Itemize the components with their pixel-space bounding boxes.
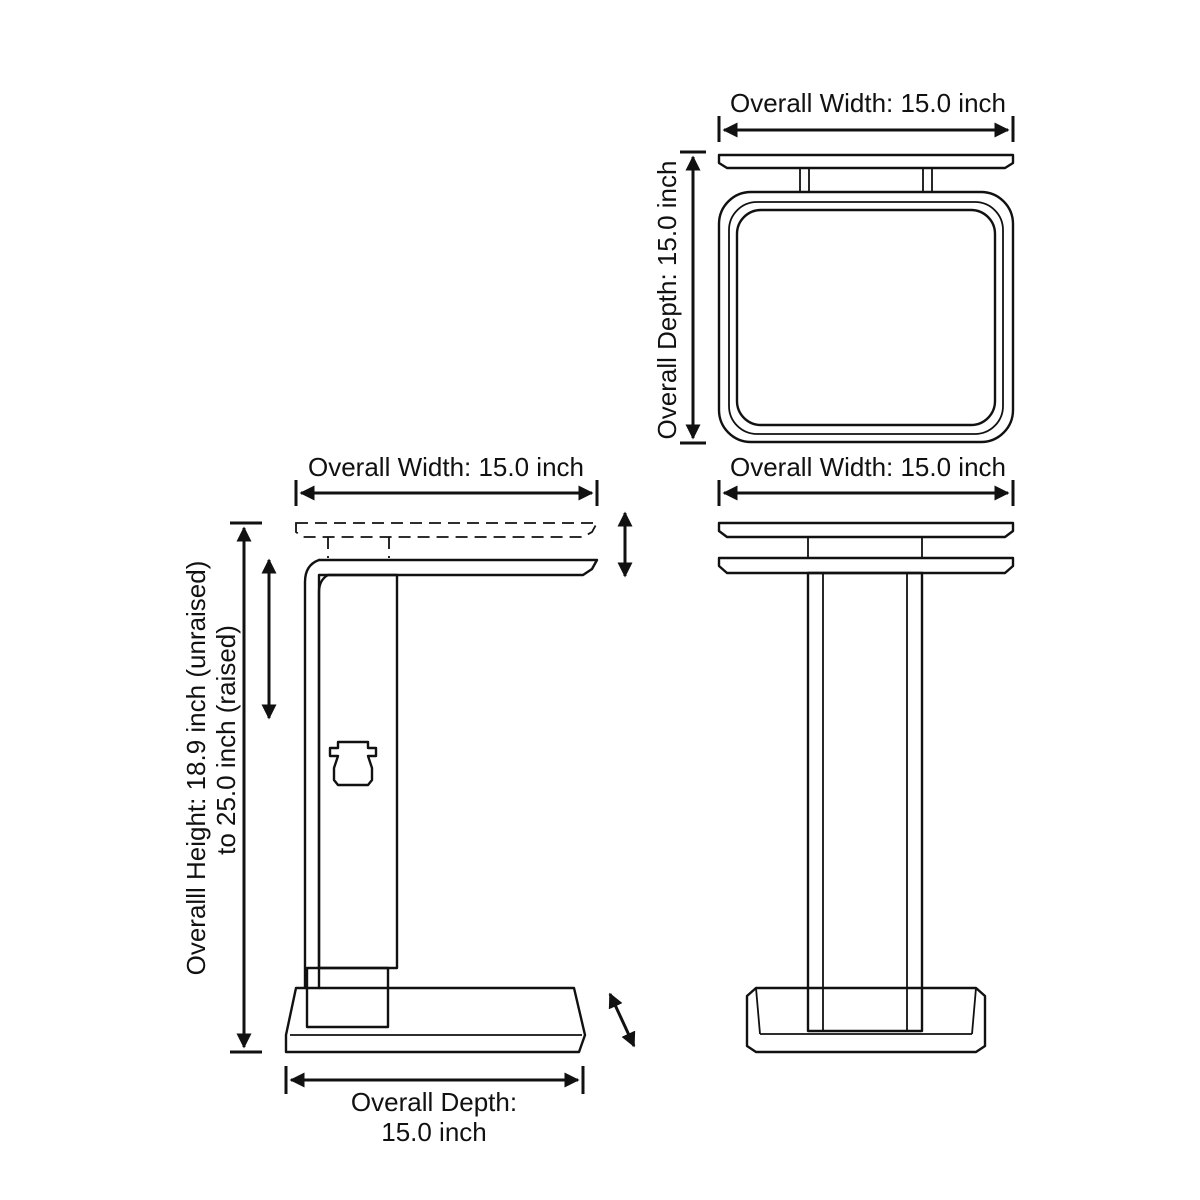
side-view-tabletop	[317, 558, 599, 577]
top-view-top-shelf	[717, 153, 1015, 170]
side-view-raised-tabletop	[295, 522, 599, 538]
front-view-width-dimension	[717, 480, 1015, 506]
side-view-depth-label-line1: Overall Depth:	[351, 1087, 517, 1117]
front-view-raised-tabletop	[717, 521, 1015, 539]
top-view-post-right	[922, 167, 933, 193]
side-view-base	[284, 986, 587, 1054]
top-view-tray-inner	[735, 208, 997, 427]
side-view-lower-sleeve	[305, 966, 390, 1029]
front-view-base-edge	[755, 987, 761, 1035]
side-view-depth-dimension	[284, 1066, 585, 1094]
side-view-frame-outer	[303, 558, 321, 990]
top-view-tray-outer	[717, 190, 1015, 444]
side-view-height-label-line2: to 25.0 inch (raised)	[211, 625, 241, 855]
front-view-riser	[807, 536, 923, 559]
top-view-depth-dimension	[680, 150, 706, 445]
top-view-post-left	[799, 167, 810, 193]
top-view-tray-lip	[728, 201, 1004, 435]
front-view-tabletop	[717, 556, 1015, 575]
front-view-base-edge-right	[971, 987, 977, 1035]
front-view: Overall Width: 15.0 inch	[717, 452, 1015, 1054]
front-view-base	[745, 986, 987, 1054]
side-view-height-label-line1: Overalll Height: 18.9 inch (unraised)	[181, 561, 211, 976]
side-view-height-dimension	[230, 521, 262, 1054]
top-view-width-dimension	[717, 116, 1015, 142]
side-view-depth-label-line2: 15.0 inch	[381, 1117, 487, 1147]
front-view-width-label: Overall Width: 15.0 inch	[730, 452, 1006, 482]
side-view-base-arrow	[608, 992, 636, 1048]
top-view: Overall Width: 15.0 inch Overall Depth: …	[652, 88, 1015, 445]
side-view-column	[317, 573, 399, 970]
front-view-column	[806, 571, 924, 1033]
side-view: Overall Width: 15.0 inch Overalll Height…	[181, 452, 636, 1147]
top-view-depth-label: Overall Depth: 15.0 inch	[652, 161, 682, 440]
side-view-frame-inner	[317, 573, 330, 990]
side-view-lock-knob	[328, 740, 378, 787]
top-view-width-label: Overall Width: 15.0 inch	[730, 88, 1006, 118]
side-view-width-label: Overall Width: 15.0 inch	[308, 452, 584, 482]
side-view-width-dimension	[294, 480, 599, 506]
